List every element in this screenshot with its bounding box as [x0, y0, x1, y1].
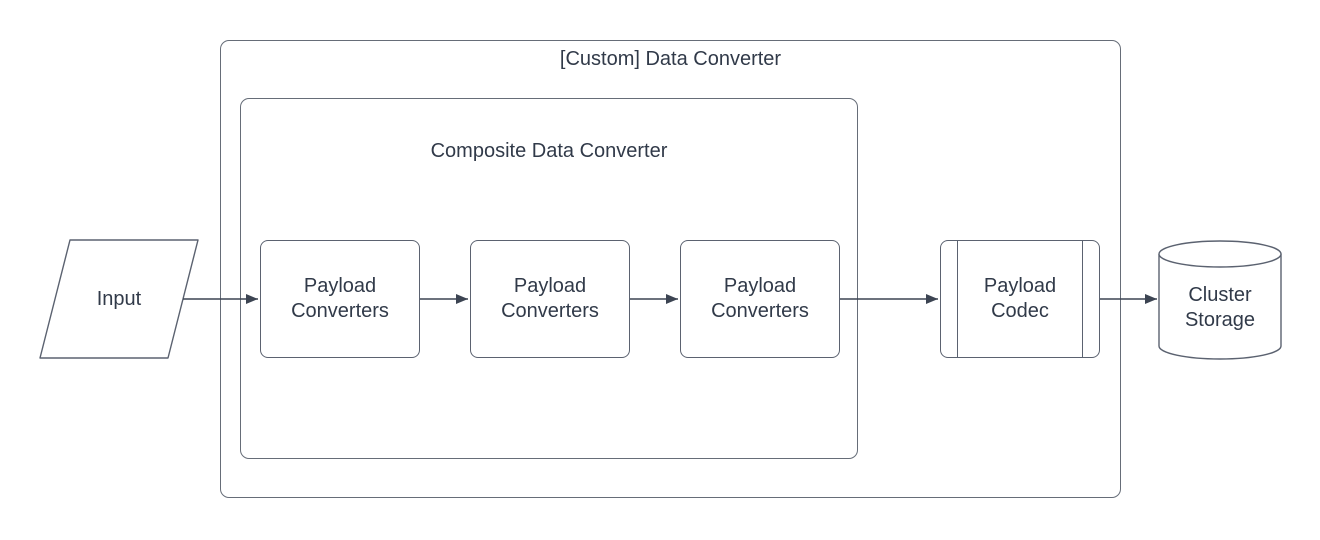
codec-right-divider-line	[1082, 241, 1083, 357]
input-parallelogram-shape	[39, 239, 199, 359]
node-payload-converters-2: Payload Converters	[470, 240, 630, 358]
node-payload-converters-2-label: Payload Converters	[501, 275, 599, 322]
custom-data-converter-group: [Custom] Data Converter	[220, 40, 1121, 498]
node-payload-converters-3-label: Payload Converters	[711, 275, 809, 322]
node-payload-converters-1: Payload Converters	[260, 240, 420, 358]
composite-data-converter-group-title: Composite Data Converter	[430, 140, 668, 162]
node-payload-converters-3: Payload Converters	[680, 240, 840, 358]
codec-left-divider-line	[957, 241, 958, 357]
composite-data-converter-group: Composite Data Converter	[240, 98, 858, 459]
custom-data-converter-group-title: [Custom] Data Converter	[559, 48, 782, 70]
node-cluster-storage: Cluster Storage	[1159, 258, 1281, 358]
cluster-storage-cylinder-top	[1158, 240, 1282, 268]
node-input-label: Input	[96, 287, 142, 310]
node-payload-converters-1-label: Payload Converters	[291, 275, 389, 322]
node-input: Input	[40, 240, 198, 358]
node-payload-codec-label: Payload Codec	[983, 275, 1057, 322]
node-payload-codec: Payload Codec	[940, 240, 1100, 358]
node-cluster-storage-label: Cluster Storage	[1184, 284, 1256, 331]
cluster-storage-cylinder-body	[1158, 254, 1282, 360]
